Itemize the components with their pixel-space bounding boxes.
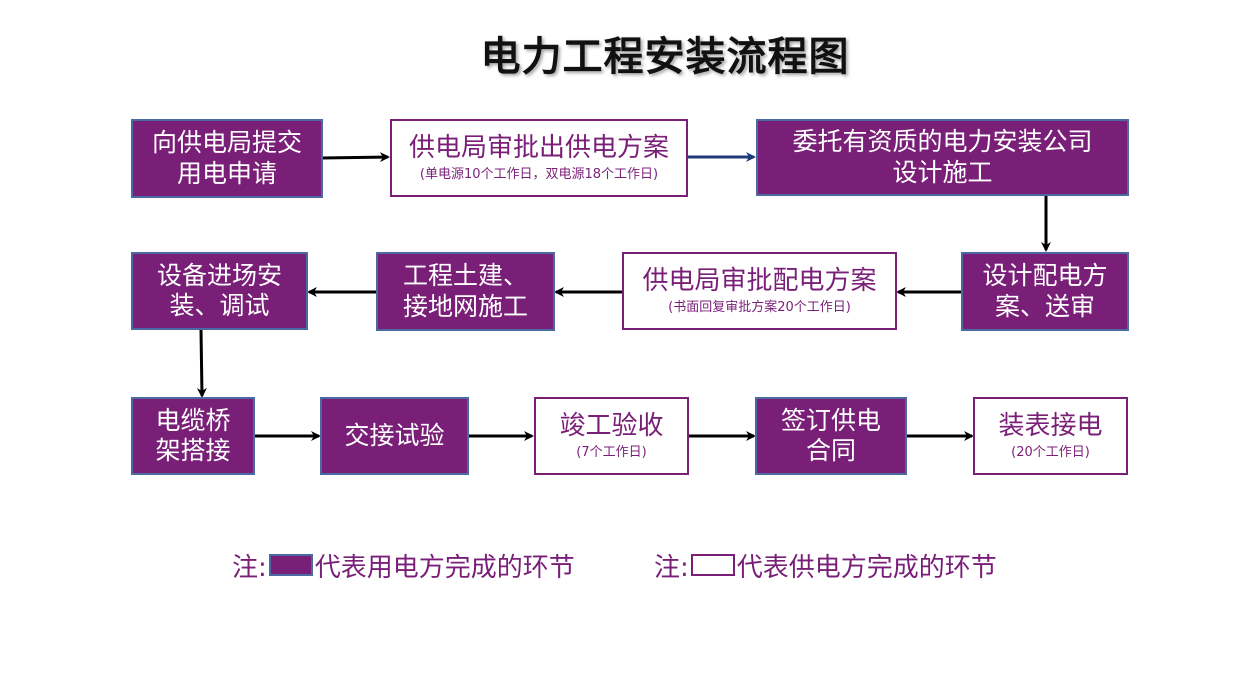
- step-submit-application: 向供电局提交 用电申请: [131, 119, 323, 198]
- step-label: 供电局审批配电方案: [642, 266, 877, 297]
- legend-prefix: 注:: [232, 552, 267, 583]
- legend-supplier-swatch: [690, 554, 735, 576]
- step-commission-installer: 委托有资质的电力安装公司 设计施工: [756, 119, 1129, 196]
- legend-text: 代表供电方完成的环节: [736, 552, 997, 583]
- legend-user: 注: 代表用电方完成的环节: [232, 547, 575, 583]
- step-duration: (20个工作日): [1011, 444, 1090, 460]
- step-label: 接地网施工: [402, 291, 528, 321]
- step-approve-distribution-plan: 供电局审批配电方案 (书面回复审批方案20个工作日): [622, 252, 897, 330]
- step-handover-test: 交接试验: [320, 397, 469, 475]
- step-label: 用电申请: [176, 158, 277, 188]
- step-label: 装表接电: [998, 411, 1103, 442]
- step-label: 设计施工: [892, 157, 993, 187]
- step-label: 交接试验: [344, 420, 445, 450]
- step-approve-supply-plan: 供电局审批出供电方案 (单电源10个工作日，双电源18个工作日): [390, 119, 688, 197]
- step-duration: (7个工作日): [576, 444, 647, 460]
- step-label: 装、调试: [169, 291, 270, 320]
- step-label: 电缆桥: [155, 405, 231, 435]
- step-label: 供电局审批出供电方案: [408, 133, 669, 164]
- step-label: 委托有资质的电力安装公司: [792, 127, 1093, 156]
- legend-supplier: 注: 代表供电方完成的环节: [654, 547, 997, 583]
- step-design-distribution: 设计配电方 案、送审: [961, 252, 1129, 331]
- step-label: 签订供电: [780, 405, 881, 435]
- step-label: 向供电局提交: [151, 128, 302, 157]
- step-completion-acceptance: 竣工验收 (7个工作日): [534, 397, 689, 475]
- arrow-s7-s8: [196, 329, 207, 398]
- step-label: 合同: [805, 436, 856, 465]
- step-equipment-install: 设备进场安 装、调试: [131, 252, 308, 330]
- arrow-s1-s2: [321, 152, 390, 163]
- page-title: 电力工程安装流程图: [480, 34, 850, 80]
- step-duration: (单电源10个工作日，双电源18个工作日): [419, 166, 659, 182]
- step-cable-tray: 电缆桥 架搭接: [131, 397, 255, 475]
- step-meter-connect: 装表接电 (20个工作日): [973, 397, 1128, 475]
- legend-user-swatch: [268, 554, 313, 576]
- step-label: 竣工验收: [559, 411, 664, 442]
- step-label: 架搭接: [155, 436, 231, 465]
- legend-prefix: 注:: [654, 552, 689, 583]
- step-label: 案、送审: [994, 291, 1095, 321]
- legend-text: 代表用电方完成的环节: [314, 552, 575, 583]
- step-label: 工程土建、: [402, 261, 528, 290]
- step-civil-grounding: 工程土建、 接地网施工: [376, 252, 555, 331]
- step-sign-contract: 签订供电 合同: [755, 397, 907, 475]
- step-label: 设计配电方: [982, 261, 1108, 290]
- step-label: 设备进场安: [156, 260, 282, 290]
- step-duration: (书面回复审批方案20个工作日): [668, 299, 851, 315]
